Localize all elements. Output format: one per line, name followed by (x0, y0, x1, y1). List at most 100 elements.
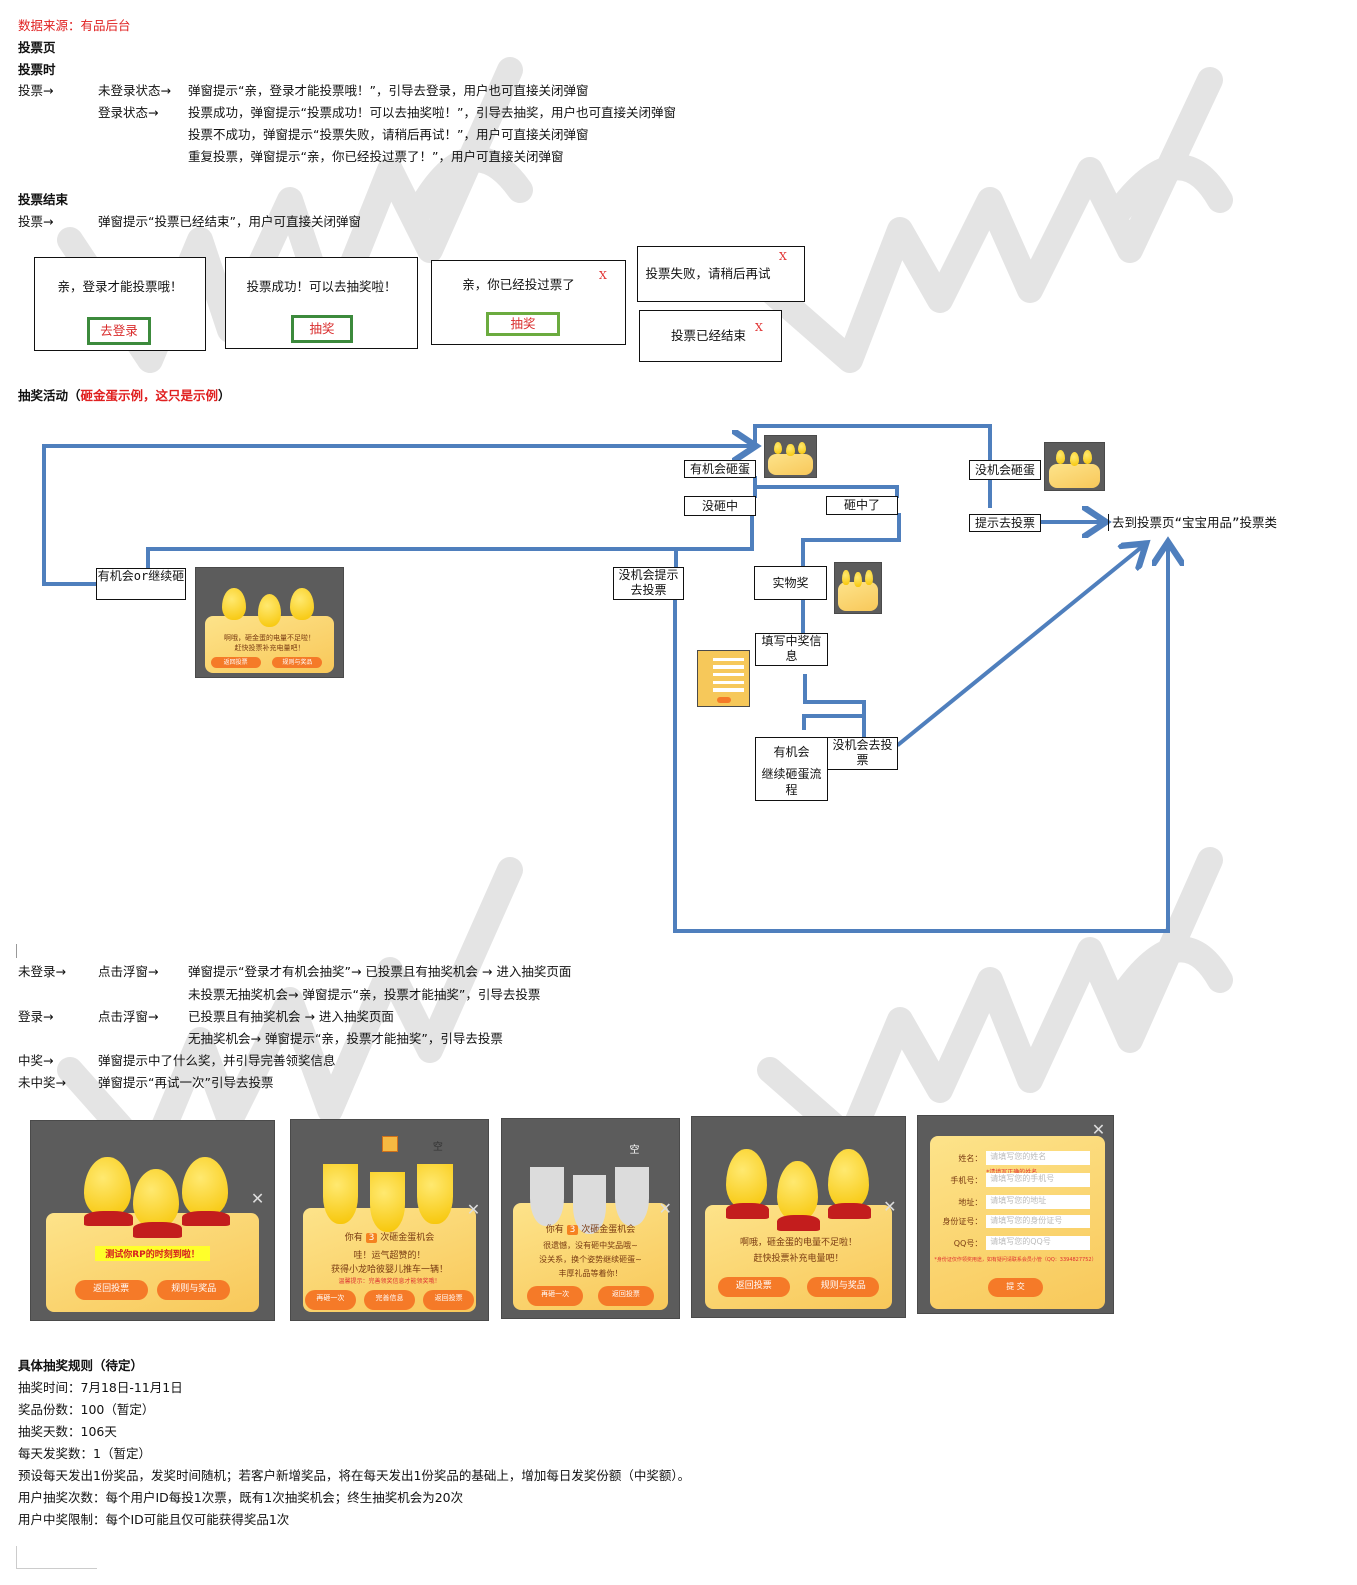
address-input[interactable]: 请填写您的地址 (986, 1194, 1090, 1209)
back-vote-button[interactable]: 返回投票 (422, 1290, 475, 1310)
section-title-vote-page: 投票页 (18, 40, 56, 55)
empty-label: 空 (432, 1142, 443, 1153)
field-label: QQ号： (953, 1239, 983, 1249)
back-vote-button[interactable]: 返回投票 (597, 1286, 655, 1307)
chances-number: 3 (566, 1225, 579, 1236)
gift-icon (381, 1136, 398, 1152)
result-line: 丰厚礼品等着你！ (558, 1269, 623, 1279)
rule-col1: 未中奖→ (18, 1075, 66, 1090)
pedestal (133, 1222, 182, 1239)
cracked-egg-icon (572, 1174, 607, 1235)
rule-item: 预设每天发出1份奖品，发奖时间随机；若客户新增奖品，将在每天发出1份奖品的基础上… (18, 1468, 691, 1483)
loop-back-connector (42, 446, 752, 586)
cracked-egg-icon (530, 1166, 564, 1227)
egg-icon (865, 570, 873, 585)
thumb-text: 赶快投票补充电量吧！ (234, 644, 305, 653)
info-to-branch-connector (803, 674, 866, 740)
novote-down-connector (673, 546, 1168, 933)
flow-node-hit: 砸中了 (826, 496, 898, 515)
result-line: 没关系，换个姿势继续砸蛋~ (539, 1255, 642, 1265)
cracked-egg-icon (322, 1164, 358, 1224)
phone-input[interactable]: 请填写您的手机号 (986, 1173, 1090, 1187)
submit-button (717, 697, 731, 703)
lottery-section-title: 抽奖活动（砸金蛋示例，这只是示例） (18, 385, 231, 407)
complete-info-button[interactable]: 完善信息 (363, 1290, 416, 1310)
thumbnail-prize-won (834, 562, 882, 614)
result-line: 哇！运气超赞的！ (353, 1251, 426, 1261)
lottery-title-end: ） (218, 388, 231, 403)
screen-prize-form: ✕ 姓名： 请填写您的姓名 *请填写正确的姓名 手机号： 请填写您的手机号 地址… (917, 1115, 1114, 1314)
egg-icon (181, 1156, 228, 1217)
qq-input[interactable]: 请填写您的QQ号 (986, 1236, 1090, 1250)
flow-node-fill-info: 填写中奖信息 (755, 633, 828, 666)
chances-text: 你有 3 次砸金蛋机会 (291, 1230, 488, 1243)
id-number-input[interactable]: 请填写您的身份证号 (986, 1214, 1090, 1229)
result-line: 获得小龙哈彼婴儿推车一辆！ (330, 1265, 448, 1275)
section-title-voting: 投票时 (18, 62, 56, 77)
lottery-title-text: 抽奖活动（ (18, 388, 81, 403)
chances-text: 你有 3 次砸金蛋机会 (502, 1222, 679, 1236)
egg-icon (133, 1168, 180, 1229)
flow-node-has-chance-continue: 有机会or继续砸 (96, 568, 186, 600)
close-icon[interactable]: ✕ (466, 1200, 481, 1219)
egg-icon (84, 1156, 131, 1217)
egg-icon (1069, 452, 1080, 467)
chances-pre: 你有 (545, 1225, 564, 1236)
thumb-card (768, 454, 813, 476)
rules-title: 具体抽奖规则（待定） (18, 1358, 144, 1373)
rule-item: 用户抽奖次数：每个用户ID每投1次票，既有1次抽奖机会；终生抽奖机会为20次 (18, 1490, 464, 1505)
smash-again-button[interactable]: 再砸一次 (526, 1286, 584, 1307)
empty-label: 空 (629, 1144, 640, 1156)
close-icon[interactable]: ✕ (1091, 1119, 1106, 1139)
headline-text: 测试你RP的时刻到啦！ (95, 1246, 210, 1262)
close-icon[interactable]: ✕ (250, 1188, 265, 1208)
smash-to-hit-connector (753, 485, 899, 498)
field-label: 手机号： (950, 1176, 983, 1186)
rule-item: 奖品份数：100（暂定） (18, 1402, 155, 1417)
chance-to-smash-connector (753, 424, 992, 460)
rules-prizes-button[interactable]: 规则与奖品 (157, 1280, 231, 1301)
rule-col1: 未登录→ (18, 964, 66, 979)
back-vote-button[interactable]: 返回投票 (717, 1277, 790, 1297)
egg-icon (1055, 449, 1066, 464)
flow-node-physical-prize: 实物奖 (754, 566, 827, 600)
close-icon[interactable]: ✕ (883, 1197, 897, 1216)
egg-icon (797, 441, 806, 455)
lottery-title-highlight: 砸金蛋示例，这只是示例 (80, 388, 219, 403)
egg-icon (290, 587, 314, 621)
flow-node-has-chance-smash: 有机会砸蛋 (684, 460, 756, 478)
close-icon[interactable]: X (599, 269, 607, 282)
screen-headline: 测试你RP的时刻到啦！ (31, 1246, 274, 1262)
vote-end-col1: 投票→ (18, 214, 54, 229)
pedestal (828, 1203, 871, 1219)
result-line: 赶快投票补充电量吧！ (753, 1254, 844, 1264)
thumb-text: 啊哦，砸金蛋的电量不足啦！ (224, 634, 315, 643)
node-line: 有机会 (773, 745, 810, 759)
screen-no-power: ✕ 啊哦，砸金蛋的电量不足啦！ 赶快投票补充电量吧！ 返回投票 规则与奖品 (691, 1116, 906, 1318)
data-source-note: 数据来源：有品后台 (18, 18, 131, 33)
chances-post: 次砸金蛋机会 (380, 1233, 435, 1243)
flow-node-prompt-vote: 提示去投票 (969, 514, 1041, 532)
tip-text: 温馨提示：完善领奖信息才能领奖哦！ (338, 1278, 441, 1285)
popup-message: 投票失败，请稍后再试 (645, 266, 771, 281)
cracked-egg-icon (615, 1166, 649, 1227)
submit-button[interactable]: 提 交 (988, 1277, 1043, 1298)
thumb-card (1048, 463, 1101, 489)
rules-prizes-button[interactable]: 规则与奖品 (807, 1277, 880, 1297)
flow-node-missed: 没砸中 (684, 496, 756, 516)
smash-again-button[interactable]: 再砸一次 (304, 1290, 356, 1310)
pedestal (777, 1215, 820, 1231)
rule-item: 抽奖时间：7月18日-11月1日 (18, 1380, 183, 1395)
egg-icon (777, 1161, 818, 1221)
screen-missed: 空 ✕ 你有 3 次砸金蛋机会 很遗憾，没有砸中奖品哦~ 没关系，换个姿势继续砸… (501, 1118, 680, 1319)
egg-icon (222, 587, 246, 621)
close-icon[interactable]: ✕ (658, 1198, 672, 1218)
name-input[interactable]: 请填写您的姓名 (986, 1151, 1090, 1166)
flow-node-no-chance-prompt: 没机会提示去投票 (613, 567, 684, 600)
pedestal (181, 1210, 231, 1227)
screen-start-smash: ✕ 测试你RP的时刻到啦！ 返回投票 规则与奖品 (30, 1120, 275, 1321)
back-vote-button[interactable]: 返回投票 (74, 1280, 148, 1301)
egg-icon (1082, 449, 1093, 464)
egg-icon (257, 594, 282, 627)
